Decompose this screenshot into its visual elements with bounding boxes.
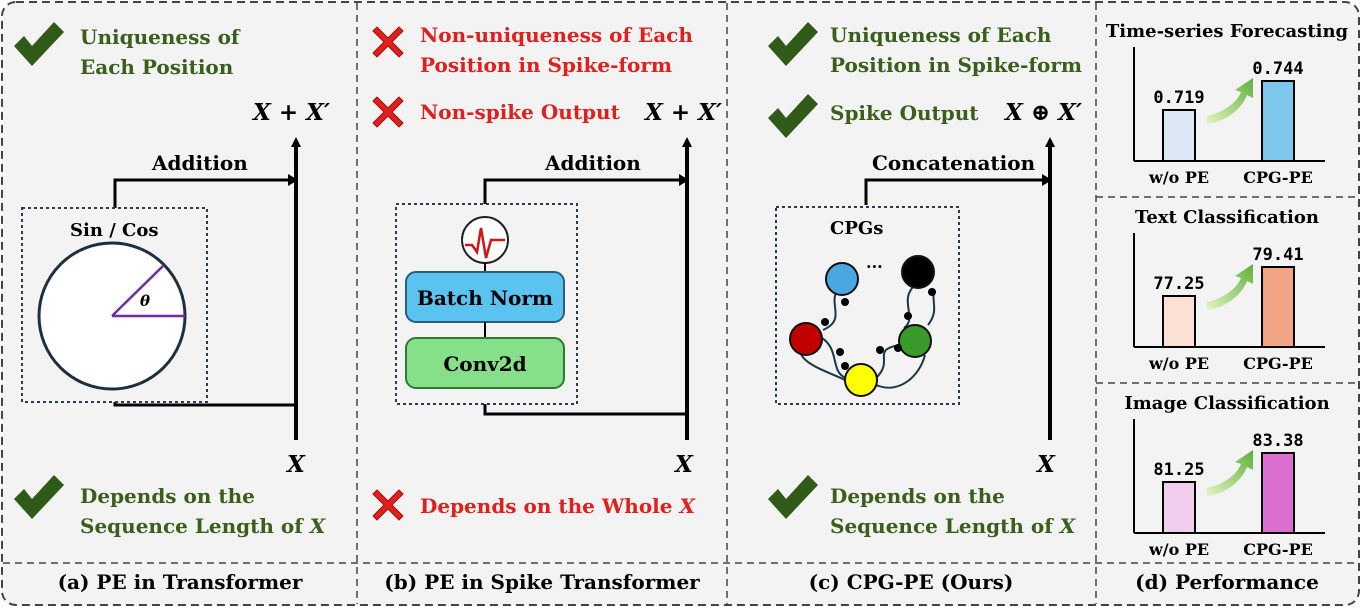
chart-value-label: 0.719 [1153, 88, 1204, 108]
performance-chart: Text Classification 77.25 w/o PE 79.41CPG-P… [1133, 207, 1325, 373]
chart-bar [1162, 481, 1196, 534]
chart-bar [1162, 295, 1196, 348]
improvement-arrow-icon [1207, 450, 1253, 496]
panel-b-sum-label: X + X′ [643, 99, 722, 126]
panel-c-concat-path [864, 178, 1042, 205]
chart-category-label: CPG-PE [1243, 354, 1313, 373]
panel-c-concat-arrowhead [1042, 174, 1052, 186]
theta-label: θ [140, 292, 150, 310]
panel-c-concat-label: X ⊕ X′ [1003, 99, 1082, 126]
chart-category-label: w/o PE [1148, 354, 1209, 373]
panel-b-bad3-x: X [677, 494, 696, 518]
panel-b-x-label: X [673, 451, 694, 478]
synapse-dot [836, 348, 844, 356]
panel-a-addition-arrowhead [288, 174, 298, 186]
synapse-dot [876, 346, 884, 354]
chart-title: Image Classification [1124, 393, 1329, 414]
panel-b: Non-uniqueness of Each Position in Spike… [372, 23, 722, 594]
panel-d-caption: (d) Performance [1135, 570, 1319, 594]
improvement-arrow-icon [1207, 78, 1253, 124]
chart-value-label: 81.25 [1153, 460, 1204, 480]
panel-a-good-top-line1: Uniqueness of [80, 25, 241, 49]
panel-a-good-top-line2: Each Position [80, 55, 234, 79]
synapse-dot [841, 298, 849, 306]
cpg-node-black [901, 255, 935, 289]
cpg-node-red [789, 322, 823, 356]
panel-a-x-label: X [285, 451, 306, 478]
panel-b-bad3-text: Depends on the Whole [420, 494, 679, 518]
panel-c-x-label: X [1035, 451, 1056, 478]
panel-c-good-bottom-line1: Depends on the [830, 484, 1005, 508]
chart-value-label: 79.41 [1252, 245, 1303, 265]
panel-b-bad1-line2: Position in Spike-form [420, 53, 672, 77]
chart-title: Text Classification [1135, 207, 1319, 228]
cpg-link-yellow-green [875, 344, 901, 379]
panel-a-good-bottom-x: X [308, 514, 327, 538]
chart-bar [1162, 109, 1196, 162]
cpg-node-green [898, 324, 932, 358]
chart-value-label: 77.25 [1153, 274, 1204, 294]
improvement-arrow-icon [1207, 264, 1253, 310]
panel-b-bad3: Depends on the Whole X [420, 494, 696, 518]
chart-category-label: CPG-PE [1243, 540, 1313, 559]
chart-value-label: 0.744 [1252, 59, 1303, 79]
chart-category-label: w/o PE [1148, 540, 1209, 559]
panel-c-caption: (c) CPG-PE (Ours) [809, 570, 1014, 594]
panel-c-good-mid: Spike Output [830, 101, 979, 125]
panel-a: Uniqueness of Each Position X + X′ X Add… [14, 22, 330, 594]
panel-a-good-bottom-line2: Sequence Length of X [80, 514, 327, 538]
chart-value-label: 83.38 [1252, 431, 1303, 451]
synapse-dot [904, 312, 912, 320]
synapse-dot [894, 344, 902, 352]
cpg-link-yellow-green-2 [875, 354, 926, 389]
panel-a-op-label: Addition [151, 151, 248, 175]
chart-category-label: CPG-PE [1243, 168, 1313, 187]
chart-bar [1261, 452, 1295, 534]
cpg-node-blue [825, 262, 859, 296]
panel-d-charts: Time-series Forecasting 0.719 w/o PE 0.744C… [1106, 21, 1349, 559]
radius-angled [111, 264, 165, 317]
panel-b-bad2: Non-spike Output [420, 100, 621, 124]
cpg-node-yellow [844, 363, 878, 397]
spike-waveform [465, 227, 505, 259]
panel-b-bad1-line1: Non-uniqueness of Each [420, 23, 693, 47]
panel-c-good-bottom-line2-text: Sequence Length of [830, 514, 1060, 538]
chart-title: Time-series Forecasting [1106, 21, 1349, 42]
synapse-dot [841, 362, 849, 370]
panel-c-good-top-line1: Uniqueness of Each [830, 23, 1052, 47]
panel-a-sum-label: X + X′ [251, 99, 330, 126]
panel-b-op-label: Addition [544, 151, 641, 175]
panel-b-caption: (b) PE in Spike Transformer [384, 570, 700, 594]
panel-c-good-bottom-x: X [1058, 514, 1077, 538]
panel-c: Uniqueness of Each Position in Spike-for… [768, 22, 1082, 594]
panel-c-good-top-line2: Position in Spike-form [830, 53, 1082, 77]
panel-c-good-bottom-line2: Sequence Length of X [830, 514, 1077, 538]
panel-a-box-label: Sin / Cos [70, 220, 159, 241]
panel-c-op-label: Concatenation [872, 151, 1036, 175]
chart-bar [1261, 266, 1295, 348]
batch-norm-label: Batch Norm [417, 286, 553, 310]
cpg-link-red-yellow-2 [821, 337, 847, 379]
panel-a-good-bottom-line1: Depends on the [80, 484, 255, 508]
chart-category-label: w/o PE [1148, 168, 1209, 187]
chart-bar [1261, 80, 1295, 162]
performance-chart: Image Classification 81.25 w/o PE 83.38CPG-… [1124, 393, 1329, 559]
conv2d-label: Conv2d [443, 352, 526, 376]
performance-chart: Time-series Forecasting 0.719 w/o PE 0.744C… [1106, 21, 1349, 187]
panel-a-caption: (a) PE in Transformer [58, 570, 303, 594]
panel-c-ellipsis: ... [866, 253, 883, 272]
panel-a-good-bottom-line2-text: Sequence Length of [80, 514, 310, 538]
panel-c-box-label: CPGs [830, 218, 883, 239]
panel-b-addition-path [483, 178, 679, 210]
panel-b-addition-arrowhead [679, 174, 689, 186]
synapse-dot [928, 288, 936, 296]
conv2d-block [405, 337, 565, 389]
cpg-link-green-black [903, 284, 916, 329]
synapse-dot [821, 318, 829, 326]
